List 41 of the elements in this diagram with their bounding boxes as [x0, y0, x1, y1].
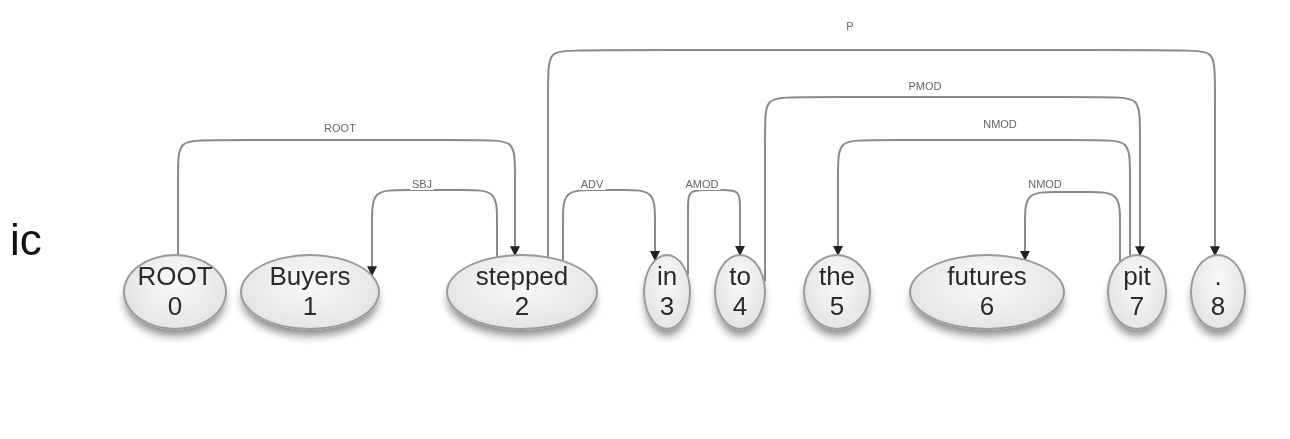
edge-label: AMOD	[683, 178, 721, 190]
token-word: the	[818, 262, 856, 292]
dependency-arrow	[562, 189, 660, 262]
token-ellipse	[1107, 254, 1167, 330]
edge-label: P	[844, 20, 856, 32]
token-word: pit	[1123, 262, 1151, 292]
dependency-arrow	[833, 139, 1131, 258]
token-word: stepped	[475, 262, 569, 292]
dependency-arrow	[177, 139, 520, 257]
dependency-arrow	[1020, 191, 1121, 263]
token-ellipse	[240, 254, 380, 330]
token-ellipse	[714, 254, 766, 330]
edge-label: SBJ	[409, 178, 435, 190]
token-ellipse	[803, 254, 871, 330]
token-index: 7	[1129, 292, 1145, 322]
edge-label: ROOT	[322, 122, 358, 134]
token-index: 1	[302, 292, 318, 322]
partial-text: ic	[10, 218, 42, 262]
dependency-arrow	[367, 189, 498, 277]
token-word: ROOT	[137, 262, 213, 292]
token-index: 0	[167, 292, 183, 322]
token-ellipse	[446, 254, 598, 330]
edge-label: NMOD	[981, 118, 1019, 130]
token-index: 2	[514, 292, 530, 322]
edge-label: ADV	[578, 178, 606, 190]
token-word: Buyers	[269, 262, 351, 292]
token-ellipse	[1190, 254, 1246, 330]
token-ellipse	[123, 254, 227, 330]
token-index: 4	[732, 292, 748, 322]
edge-label: PMOD	[906, 80, 944, 92]
token-index: 8	[1210, 292, 1226, 322]
token-index: 6	[979, 292, 995, 322]
token-word: in	[656, 262, 678, 292]
token-index: 3	[659, 292, 675, 322]
token-index: 5	[829, 292, 845, 322]
token-ellipse	[909, 254, 1065, 330]
token-ellipse	[643, 254, 691, 330]
token-word: futures	[947, 262, 1027, 292]
edge-label: NMOD	[1026, 178, 1064, 190]
token-word: .	[1214, 262, 1222, 292]
token-word: to	[729, 262, 751, 292]
